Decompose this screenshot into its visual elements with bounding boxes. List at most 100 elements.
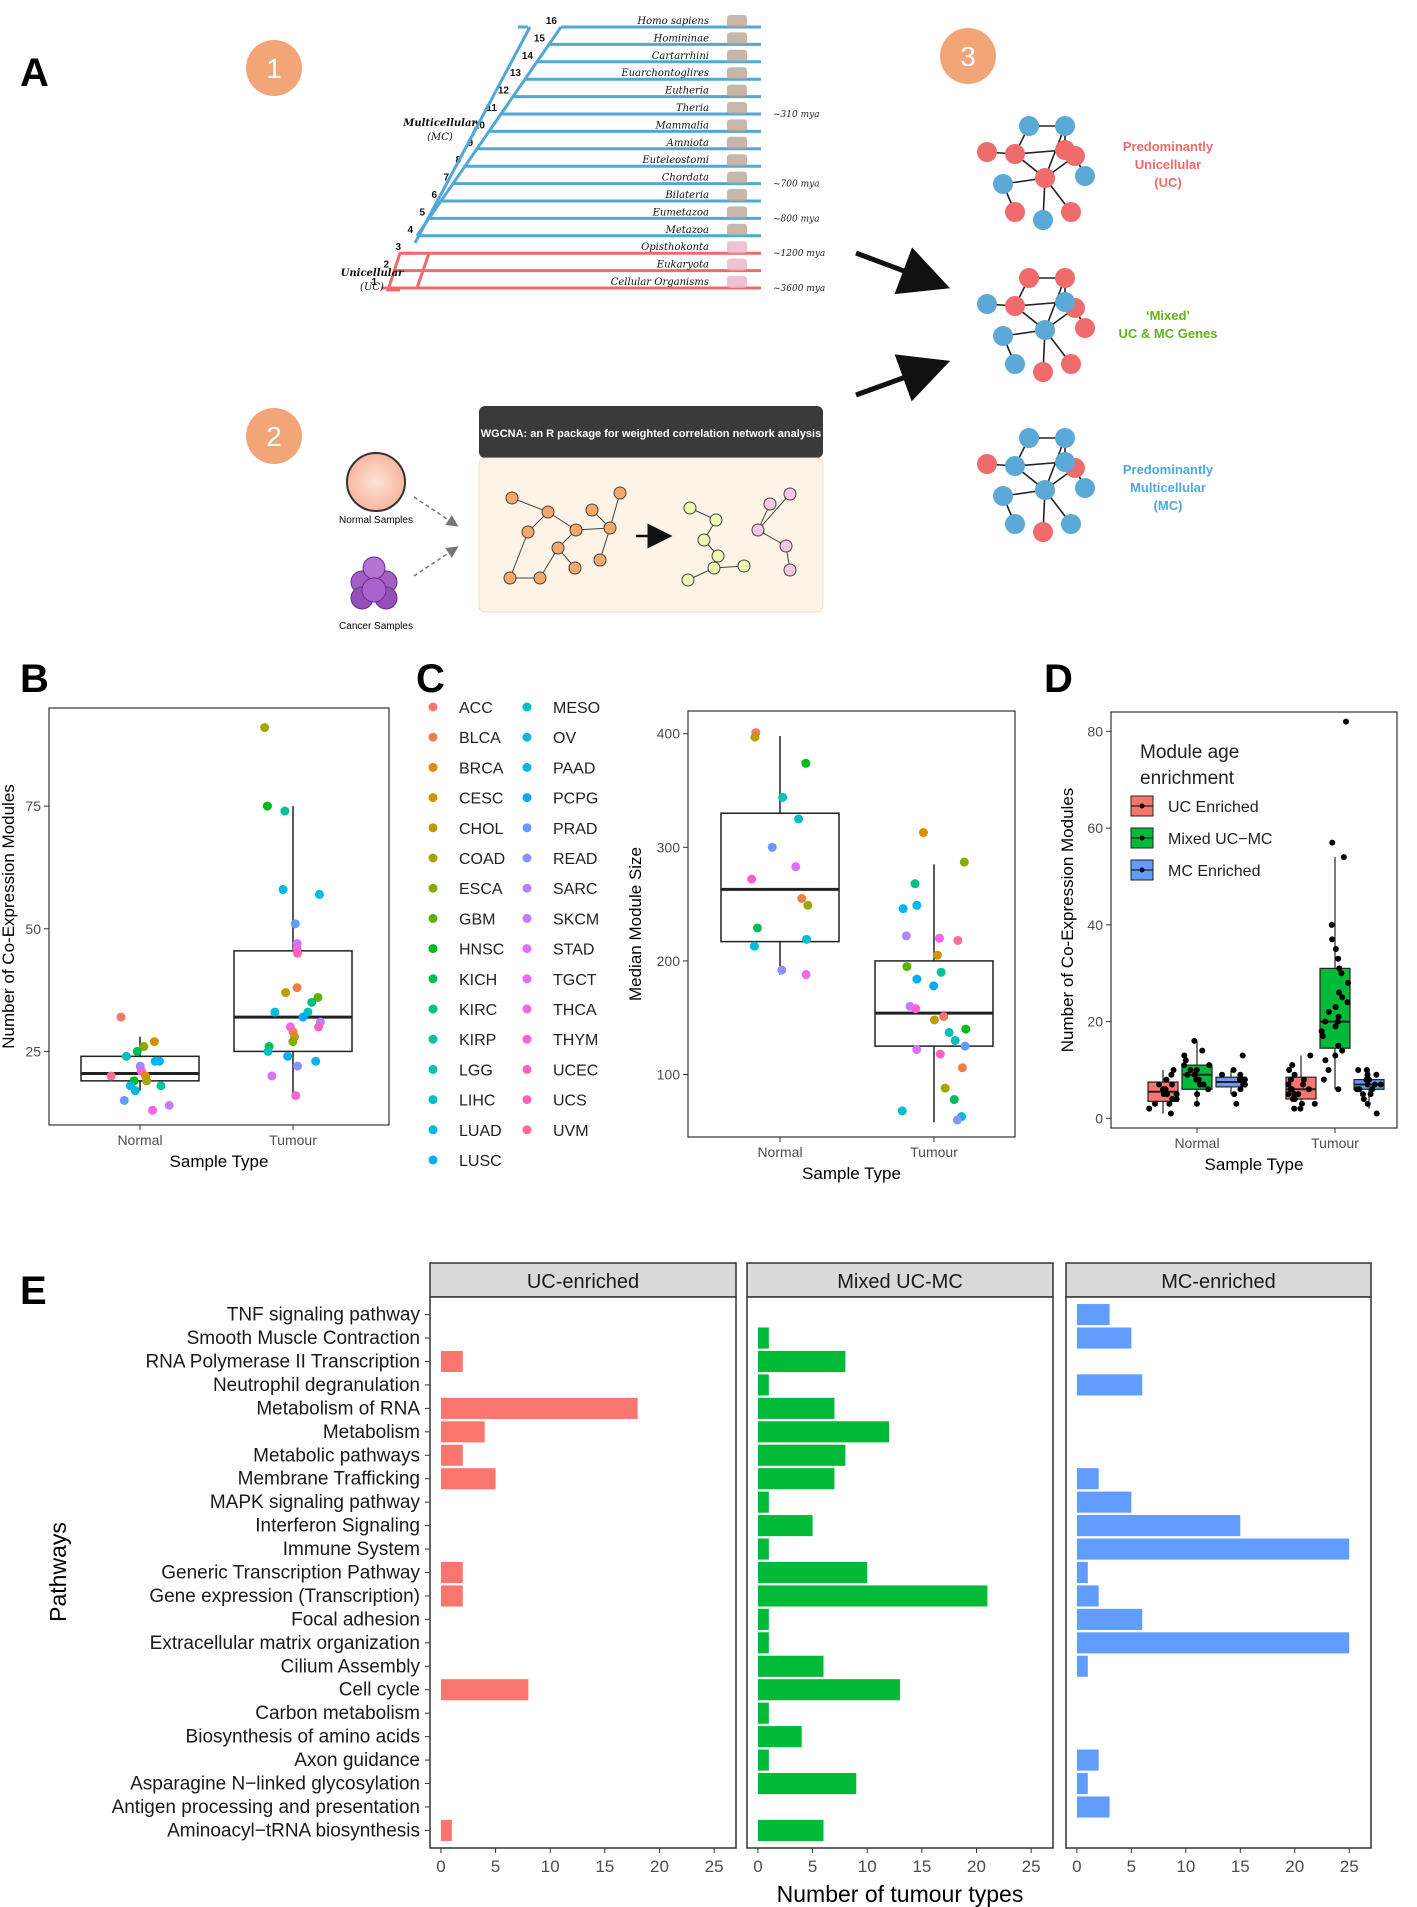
data-point xyxy=(1371,1081,1378,1088)
x-tick-label: 10 xyxy=(858,1857,877,1876)
x-tick-label: Normal xyxy=(757,1144,802,1160)
data-point xyxy=(1287,1086,1294,1093)
mc-label-line1: Multicellular xyxy=(402,118,477,129)
network-node xyxy=(1033,362,1053,382)
tree-node-number-7: 7 xyxy=(443,173,449,184)
bar xyxy=(1076,1327,1132,1349)
tree-taxon-8: Euteleostomi xyxy=(641,155,709,166)
legend-key-acc xyxy=(428,702,438,712)
wgcna-node xyxy=(683,501,697,515)
network-node xyxy=(1055,292,1075,312)
pathway-label: Interferon Signaling xyxy=(255,1516,420,1537)
panel-label-c: C xyxy=(416,657,445,701)
wgcna-node xyxy=(783,563,797,577)
bar xyxy=(757,1655,824,1677)
y-axis-title: Number of Co-Expression Modules xyxy=(1058,788,1077,1053)
legend-label-tgct: TGCT xyxy=(553,972,597,989)
tree-organism-icon-11 xyxy=(727,102,747,114)
data-point xyxy=(1230,1066,1237,1073)
pathway-label: RNA Polymerase II Transcription xyxy=(145,1351,420,1372)
data-point xyxy=(278,885,288,895)
x-tick-label: 20 xyxy=(650,1857,669,1876)
data-point xyxy=(912,974,922,984)
tree-taxon-16: Homo sapiens xyxy=(636,16,709,27)
x-tick-label: Tumour xyxy=(910,1144,958,1160)
pathway-label: Metabolism xyxy=(323,1422,420,1443)
legend-label-esca: ESCA xyxy=(459,881,503,898)
data-point xyxy=(1173,1091,1180,1098)
network-node xyxy=(1005,514,1025,534)
tree-taxon-1: Cellular Organisms xyxy=(611,277,709,288)
data-point xyxy=(1241,1076,1248,1083)
x-axis-title: Sample Type xyxy=(1205,1155,1304,1174)
y-tick-label: 100 xyxy=(657,1067,681,1083)
legend-label-chol: CHOL xyxy=(459,821,504,838)
wgcna-node xyxy=(751,523,765,537)
legend-key-dot xyxy=(1139,867,1145,873)
bar xyxy=(1076,1585,1099,1607)
cancer-type-legend: ACCBLCABRCACESCCHOLCOADESCAGBMHNSCKICHKI… xyxy=(428,700,600,1170)
bar xyxy=(757,1444,846,1466)
bar xyxy=(1076,1796,1110,1818)
bar xyxy=(757,1819,824,1841)
network-node xyxy=(993,326,1013,346)
tree-mya-3: ~1200 mya xyxy=(773,249,825,259)
tree-taxon-4: Metazoa xyxy=(665,225,709,236)
legend-label-lgg: LGG xyxy=(459,1062,493,1079)
network-uc-label-1: Predominantly xyxy=(1123,139,1214,154)
data-point xyxy=(1325,1008,1332,1015)
wgcna-node xyxy=(711,549,725,563)
data-point xyxy=(293,1061,303,1071)
data-point xyxy=(1335,1042,1342,1049)
tree-node-number-15: 15 xyxy=(534,33,546,44)
data-point xyxy=(1164,1091,1171,1098)
network-mixed-label: ‘Mixed’ UC & MC Genes xyxy=(1119,308,1218,341)
data-point xyxy=(935,1049,945,1059)
x-tick-label: 25 xyxy=(705,1857,724,1876)
wgcna-node xyxy=(505,491,519,505)
data-point xyxy=(1163,1076,1170,1083)
facet-title-0: UC-enriched xyxy=(527,1271,639,1293)
tree-node-number-14: 14 xyxy=(522,51,534,62)
legend-key-cesc xyxy=(428,793,438,803)
legend-label-lusc: LUSC xyxy=(459,1153,502,1170)
data-point xyxy=(119,1095,129,1105)
network-node xyxy=(1005,144,1025,164)
network-node xyxy=(1019,428,1039,448)
legend-label-prad: PRAD xyxy=(553,821,597,838)
tree-node-number-3: 3 xyxy=(395,242,401,253)
data-point xyxy=(1360,1095,1367,1102)
wgcna-edge xyxy=(757,493,791,531)
legend-label-stad: STAD xyxy=(553,942,594,959)
data-point xyxy=(929,1015,939,1025)
legend-label-gbm: GBM xyxy=(459,911,495,928)
data-point xyxy=(314,889,324,899)
x-tick-label: 5 xyxy=(808,1857,817,1876)
network-mc-label-3: (MC) xyxy=(1154,498,1183,513)
data-point xyxy=(1155,1081,1162,1088)
pathway-label: Metabolic pathways xyxy=(253,1445,420,1466)
data-point xyxy=(1335,1013,1342,1020)
legend-key-thca xyxy=(522,1004,532,1014)
bar xyxy=(440,1679,529,1701)
legend-key-kirc xyxy=(428,1004,438,1014)
normal-samples-icon xyxy=(346,452,406,512)
pathway-label: Aminoacyl−tRNA biosynthesis xyxy=(167,1820,420,1841)
bar xyxy=(1076,1561,1088,1584)
data-point xyxy=(1345,979,1352,986)
tree-organism-icon-1 xyxy=(727,276,747,288)
y-tick-label: 60 xyxy=(1087,820,1103,836)
data-point xyxy=(952,1115,962,1125)
network-node xyxy=(1033,522,1053,542)
data-point xyxy=(1291,1071,1298,1078)
pathway-label: Biosynthesis of amino acids xyxy=(186,1727,420,1748)
data-point xyxy=(802,934,812,944)
tree-organism-icon-4 xyxy=(727,223,747,236)
bar xyxy=(440,1421,485,1443)
network-node xyxy=(1055,116,1075,136)
tree-taxon-6: Bilateria xyxy=(664,190,709,201)
tree-organism-icon-5 xyxy=(727,206,747,219)
tree-uc-bracket xyxy=(385,251,414,292)
data-point xyxy=(149,1037,159,1047)
